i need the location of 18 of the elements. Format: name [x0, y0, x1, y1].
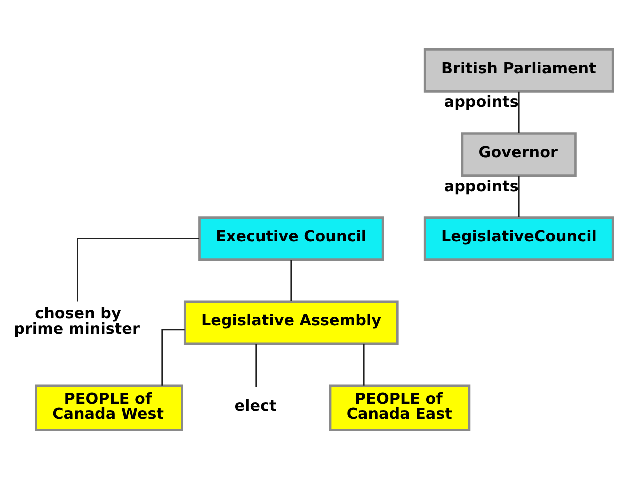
connector	[518, 92, 520, 134]
node-text: elect	[234, 396, 277, 415]
node-text: chosen by prime minister	[14, 304, 140, 338]
node-box: LegislativeCouncil	[424, 216, 614, 262]
connector	[162, 329, 185, 386]
edge-label: appoints	[444, 93, 519, 112]
node-box: PEOPLE of Canada East	[329, 384, 471, 432]
node-box: PEOPLE of Canada West	[35, 384, 184, 432]
node-box: Governor	[461, 132, 577, 177]
connector	[290, 260, 292, 302]
node-box: Executive Council	[198, 216, 384, 262]
edge-label: appoints	[444, 177, 519, 196]
connector	[363, 344, 365, 386]
connector	[518, 176, 520, 218]
connector	[77, 238, 200, 302]
node-box: Legislative Assembly	[184, 300, 399, 346]
node-box: British Parliament	[424, 48, 614, 93]
connector	[256, 344, 258, 388]
